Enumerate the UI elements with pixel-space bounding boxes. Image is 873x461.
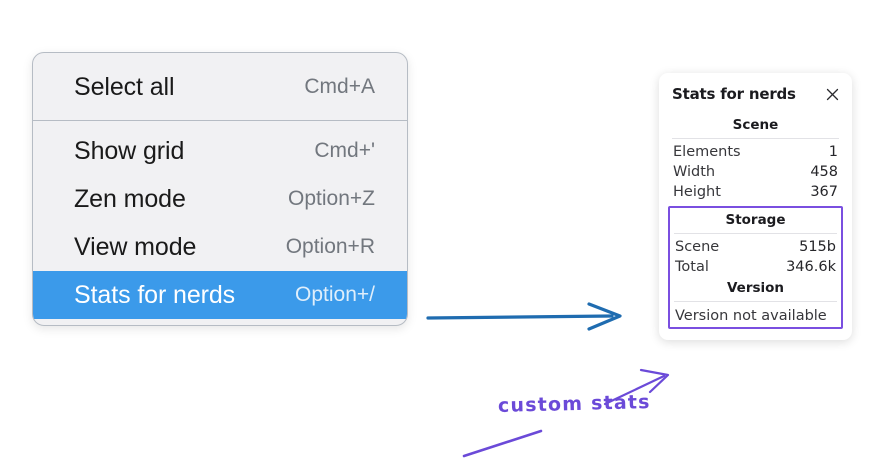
menu-group-1: Select all Cmd+A	[33, 53, 407, 120]
context-menu[interactable]: Select all Cmd+A Show grid Cmd+' Zen mod…	[32, 52, 408, 326]
menu-item-label: Stats for nerds	[74, 280, 236, 309]
stat-value: 458	[810, 164, 838, 180]
stat-value: 1	[828, 144, 838, 160]
divider	[674, 233, 837, 234]
stat-row-storage-total: Total 346.6k	[670, 257, 841, 277]
stat-row-elements: Elements 1	[668, 142, 843, 162]
menu-item-shortcut: Cmd+'	[314, 139, 375, 162]
stat-row-height: Height 367	[668, 182, 843, 202]
section-heading-storage: Storage	[725, 212, 786, 228]
stat-label: Width	[673, 164, 716, 180]
stats-panel: Stats for nerds Scene Elements 1 Width 4…	[659, 73, 852, 340]
menu-item-label: Zen mode	[74, 184, 186, 213]
stats-panel-title: Stats for nerds	[672, 85, 796, 103]
stat-label: Elements	[673, 144, 741, 160]
menu-item-select-all[interactable]: Select all Cmd+A	[33, 63, 407, 111]
stat-value: 346.6k	[786, 259, 836, 275]
stat-value: 515b	[799, 239, 836, 255]
menu-item-view-mode[interactable]: View mode Option+R	[33, 223, 407, 271]
stats-panel-header: Stats for nerds	[668, 85, 843, 103]
menu-item-show-grid[interactable]: Show grid Cmd+'	[33, 127, 407, 175]
stat-label: Scene	[675, 239, 720, 255]
menu-item-zen-mode[interactable]: Zen mode Option+Z	[33, 175, 407, 223]
version-text: Version not available	[675, 308, 827, 324]
handwritten-label-custom-stats: custom stats	[497, 391, 651, 417]
stat-row-storage-scene: Scene 515b	[670, 237, 841, 257]
menu-item-shortcut: Option+R	[285, 235, 375, 258]
menu-item-shortcut: Option+/	[295, 283, 375, 306]
menu-group-2: Show grid Cmd+' Zen mode Option+Z View m…	[33, 120, 407, 325]
menu-item-stats-for-nerds[interactable]: Stats for nerds Option+/	[33, 271, 407, 319]
stat-label: Height	[673, 184, 721, 200]
close-icon[interactable]	[824, 86, 841, 103]
underline-stroke	[462, 429, 543, 458]
stat-value: 367	[810, 184, 838, 200]
stat-row-width: Width 458	[668, 162, 843, 182]
menu-item-label: View mode	[74, 232, 197, 261]
divider	[674, 301, 837, 302]
menu-item-label: Show grid	[74, 136, 185, 165]
divider	[672, 138, 839, 139]
section-heading-scene: Scene	[732, 117, 779, 133]
section-heading-version: Version	[726, 280, 785, 296]
menu-item-label: Select all	[74, 72, 175, 101]
custom-stats-highlight-box: Storage Scene 515b Total 346.6k Version …	[668, 206, 843, 329]
stat-label: Total	[675, 259, 709, 275]
menu-item-shortcut: Option+Z	[288, 187, 375, 210]
menu-item-shortcut: Cmd+A	[304, 75, 375, 98]
arrow-menu-to-panel	[426, 302, 622, 331]
